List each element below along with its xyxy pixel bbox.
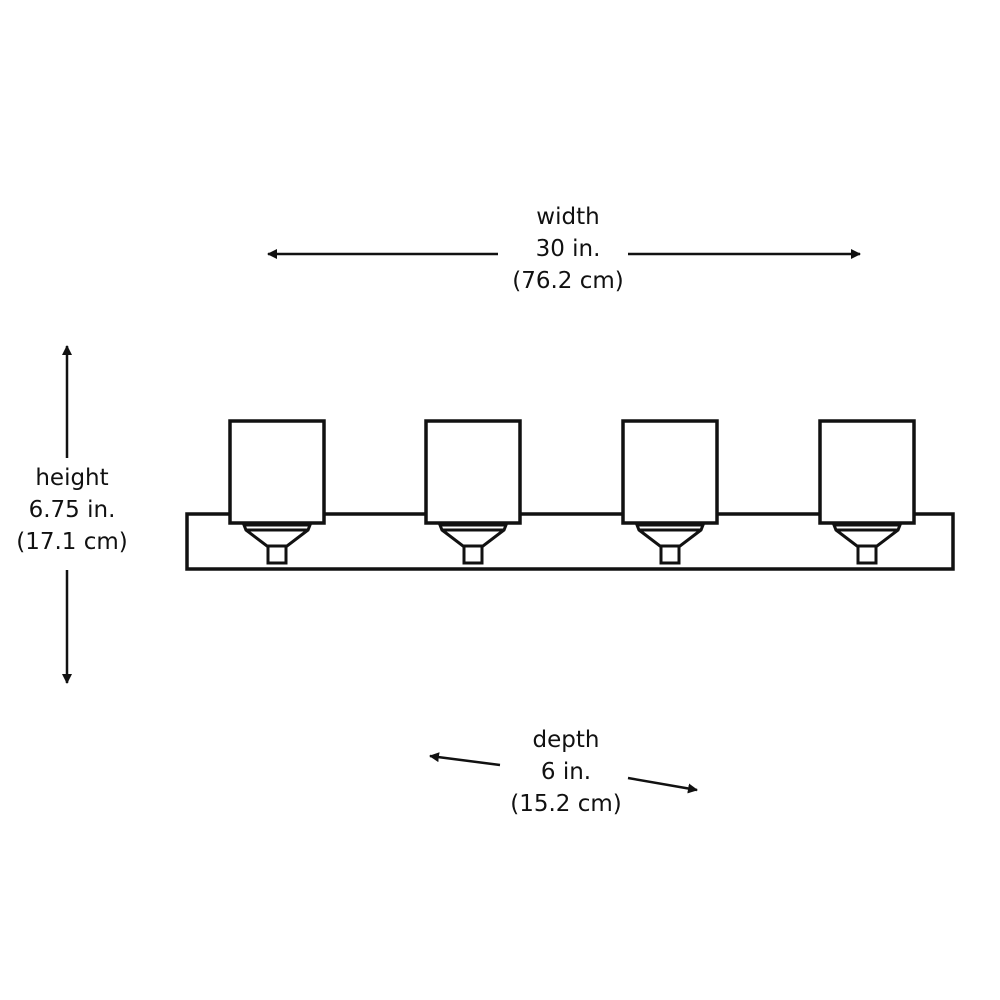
depth-arrow-left xyxy=(429,752,501,767)
glass-shade xyxy=(424,419,522,525)
glass-shade xyxy=(621,419,719,525)
socket-cup xyxy=(437,523,509,548)
lamp-1 xyxy=(228,419,326,565)
width-cm: (76.2 cm) xyxy=(512,268,624,294)
lamp-4 xyxy=(818,419,916,565)
socket-base xyxy=(266,544,288,565)
depth-arrow-right xyxy=(627,776,698,794)
glass-shade xyxy=(818,419,916,525)
depth-label: depth 6 in. (15.2 cm) xyxy=(466,724,666,820)
lamp-3 xyxy=(621,419,719,565)
glass-shade xyxy=(228,419,326,525)
height-inches: 6.75 in. xyxy=(28,497,116,523)
width-inches: 30 in. xyxy=(535,236,601,262)
light-fixture xyxy=(185,419,955,571)
depth-inches: 6 in. xyxy=(540,759,592,785)
lamp-2 xyxy=(424,419,522,565)
socket-base xyxy=(856,544,878,565)
socket-base xyxy=(659,544,681,565)
depth-title: depth xyxy=(532,727,600,753)
height-cm: (17.1 cm) xyxy=(16,529,128,555)
socket-cup xyxy=(831,523,903,548)
socket-base xyxy=(462,544,484,565)
width-title: width xyxy=(536,204,600,230)
width-label: width 30 in. (76.2 cm) xyxy=(468,201,668,297)
height-label: height 6.75 in. (17.1 cm) xyxy=(0,462,172,558)
height-title: height xyxy=(35,465,109,491)
depth-cm: (15.2 cm) xyxy=(510,791,622,817)
